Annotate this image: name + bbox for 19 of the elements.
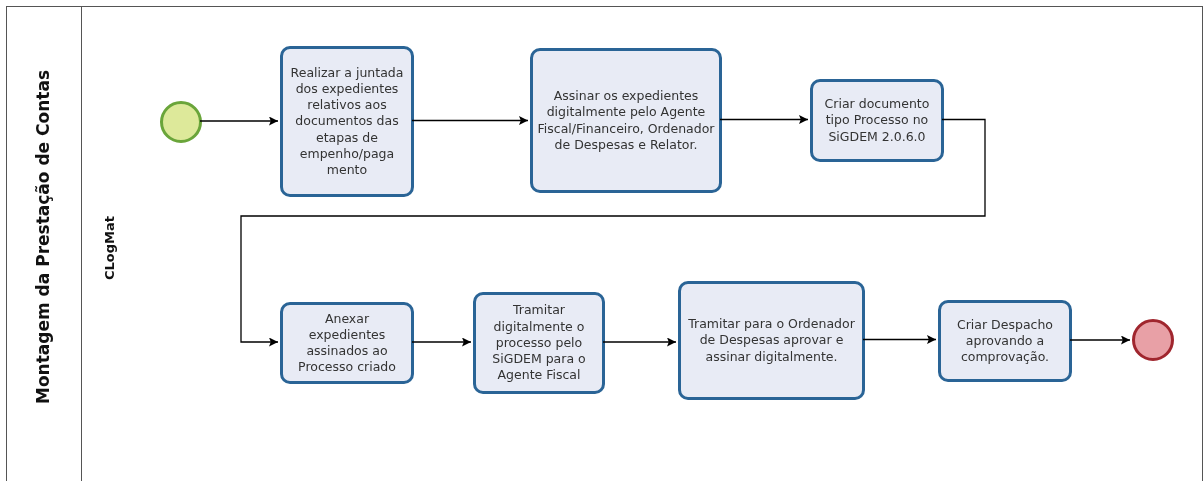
sequence-arrow [1069, 335, 1131, 345]
task-box: Realizar a juntada dos expedientes relativos aos documentos das etapas de empenho/paga mento [280, 46, 414, 197]
sequence-arrow [862, 335, 937, 344]
end-event-circle [1132, 319, 1174, 361]
task-box: Tramitar digitalmente o processo pelo SiGDEM para o Agente Fiscal [473, 292, 605, 394]
task-box: Anexar expedientes assinados ao Processo criado [280, 302, 414, 384]
task-box: Criar documento tipo Processo no SiGDEM 2.0.6.0 [810, 79, 944, 162]
sequence-arrow [719, 115, 809, 124]
sequence-arrow [411, 116, 529, 125]
task-box: Tramitar para o Ordenador de Despesas aprovar e assinar digitalmente. [678, 281, 865, 400]
lane-title: CLogMat [101, 216, 117, 280]
sequence-arrow [199, 116, 279, 126]
pool-title: Montagem da Prestação de Contas [33, 70, 53, 404]
start-event-circle [160, 101, 202, 143]
sequence-arrow [602, 337, 677, 347]
task-box: Criar Despacho aprovando a comprovação. [938, 300, 1072, 382]
sequence-arrow [411, 337, 472, 347]
task-box: Assinar os expedientes digitalmente pelo Agente Fiscal/Financeiro, Ordenador de Despesas e Relator. [530, 48, 722, 193]
sequence-arrow [240, 118, 986, 347]
